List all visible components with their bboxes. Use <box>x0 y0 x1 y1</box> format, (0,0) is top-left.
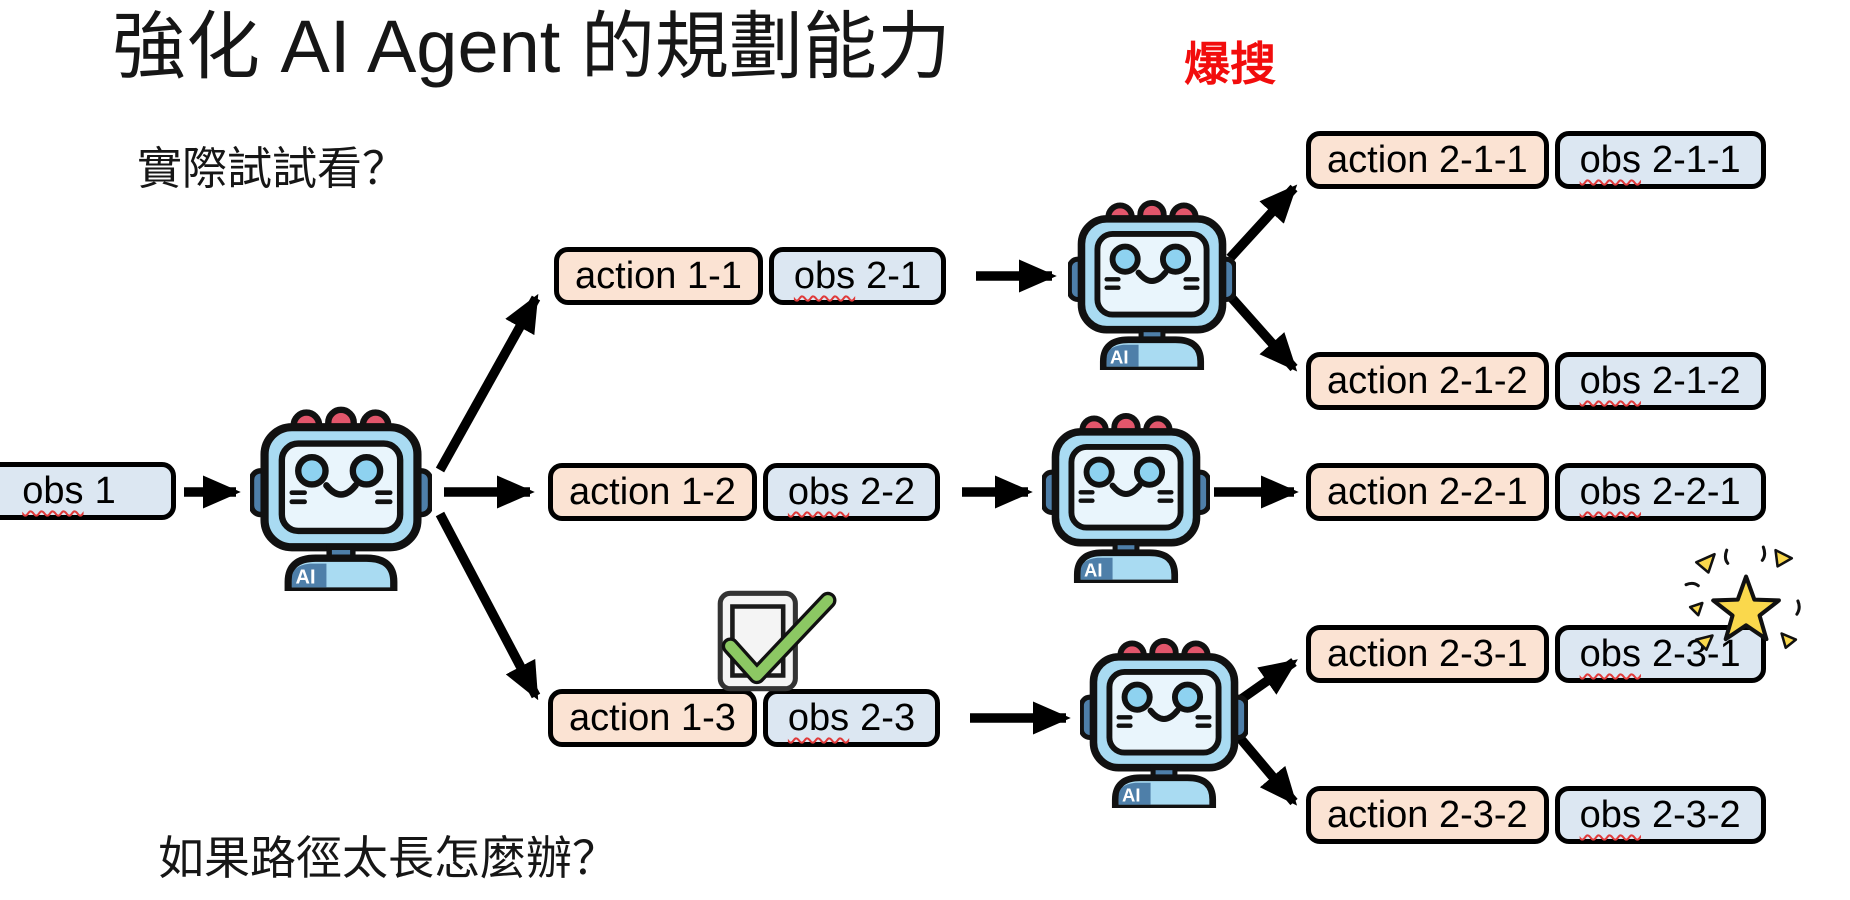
obs-2-3-word: obs <box>787 697 850 739</box>
ai-robot-icon <box>1068 192 1236 370</box>
action-2-3-2-box: action 2-3-2 <box>1306 786 1549 844</box>
red-tag-label: 爆搜 <box>1184 38 1276 90</box>
obs-2-1-1-num: 2-1-1 <box>1651 139 1741 181</box>
question-top: 實際試試看？ <box>137 143 408 194</box>
obs-2-1-word: obs <box>793 255 856 297</box>
obs-2-3-num: 2-3 <box>860 697 916 739</box>
question-bottom: 如果路徑太長怎麼辦？ <box>158 832 618 884</box>
action-1-2-label: action 1-2 <box>569 471 736 513</box>
action-2-2-1-box: action 2-2-1 <box>1306 463 1549 521</box>
page-title: 強化 AI Agent 的規劃能力 <box>112 5 951 88</box>
obs-2-1-num: 2-1 <box>866 255 922 297</box>
obs-2-2-1-num: 2-2-1 <box>1651 471 1741 513</box>
obs-2-2-num: 2-2 <box>860 471 916 513</box>
action-1-1-label: action 1-1 <box>575 255 742 297</box>
obs-2-3-2-num: 2-3-2 <box>1651 794 1741 836</box>
action-2-1-2-label: action 2-1-2 <box>1327 360 1528 402</box>
action-1-2-box: action 1-2 <box>548 463 757 521</box>
ai-robot-icon <box>1042 405 1210 583</box>
ai-robot-icon <box>1080 630 1248 808</box>
action-1-1-box: action 1-1 <box>554 247 763 305</box>
obs-1-num: 1 <box>94 470 116 512</box>
ai-robot-icon <box>250 398 432 591</box>
obs-2-2-word: obs <box>787 471 850 513</box>
obs-2-2-1-word: obs <box>1579 471 1641 513</box>
obs-1-word: obs <box>22 470 84 512</box>
action-2-2-1-label: action 2-2-1 <box>1327 471 1528 513</box>
checkbox-checked-icon <box>704 588 838 694</box>
obs-2-1-2-word: obs <box>1579 360 1641 402</box>
action-2-3-2-label: action 2-3-2 <box>1327 794 1528 836</box>
action-2-3-1-box: action 2-3-1 <box>1306 625 1549 683</box>
action-2-1-1-box: action 2-1-1 <box>1306 131 1549 189</box>
action-1-3-label: action 1-3 <box>569 697 736 739</box>
obs-2-3-1-word: obs <box>1579 633 1641 675</box>
action-2-3-1-label: action 2-3-1 <box>1327 633 1528 675</box>
obs-2-1-1-word: obs <box>1579 139 1641 181</box>
action-1-3-box: action 1-3 <box>548 689 757 747</box>
obs-2-1-2-num: 2-1-2 <box>1651 360 1741 402</box>
obs-2-3-2-word: obs <box>1579 794 1641 836</box>
action-2-1-1-label: action 2-1-1 <box>1327 139 1528 181</box>
action-2-1-2-box: action 2-1-2 <box>1306 352 1549 410</box>
star-icon <box>1682 542 1804 664</box>
